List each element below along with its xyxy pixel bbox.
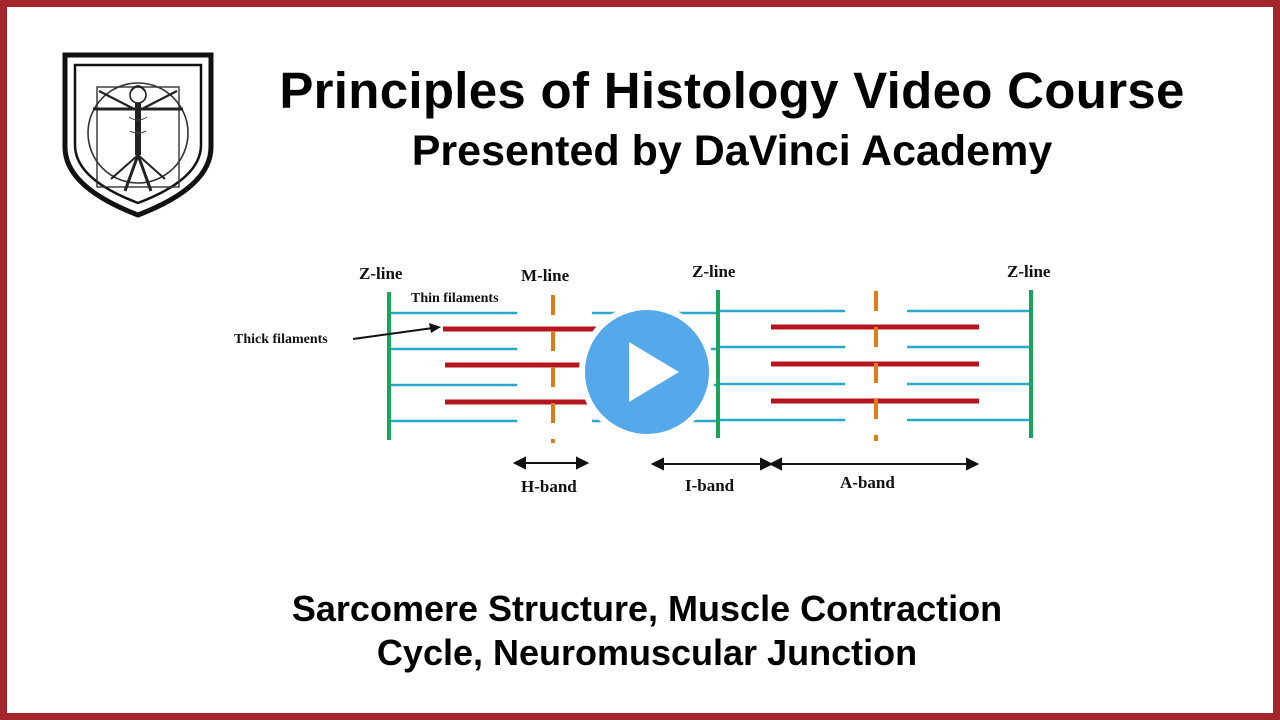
davinci-academy-logo: [59, 51, 217, 219]
i-band-arrow: [650, 457, 774, 471]
z-line-center-label: Z-line: [692, 262, 736, 281]
thick-filaments-label: Thick filaments: [234, 332, 328, 347]
h-band-arrow: [512, 456, 590, 470]
video-topic-line-2: Cycle, Neuromuscular Junction: [376, 632, 918, 673]
play-button[interactable]: [575, 300, 719, 444]
video-topic-line-1: Sarcomere Structure, Muscle Contraction: [291, 588, 1003, 629]
m-line-label: M-line: [521, 266, 570, 285]
h-band-label: H-band: [521, 477, 577, 496]
thin-filaments-right: [720, 309, 1029, 422]
a-band-label: A-band: [840, 473, 895, 492]
course-subtitle: Presented by DaVinci Academy: [411, 127, 1053, 175]
course-title: Principles of Histology Video Course: [279, 62, 1185, 119]
z-line-left-label: Z-line: [359, 264, 403, 283]
play-icon: [579, 304, 715, 440]
thin-filaments-label: Thin filaments: [411, 291, 499, 306]
z-line-right-label: Z-line: [1007, 262, 1051, 281]
vitruvian-man-shield-icon: [62, 52, 214, 218]
i-band-label: I-band: [685, 476, 735, 495]
a-band-arrow: [768, 457, 980, 471]
